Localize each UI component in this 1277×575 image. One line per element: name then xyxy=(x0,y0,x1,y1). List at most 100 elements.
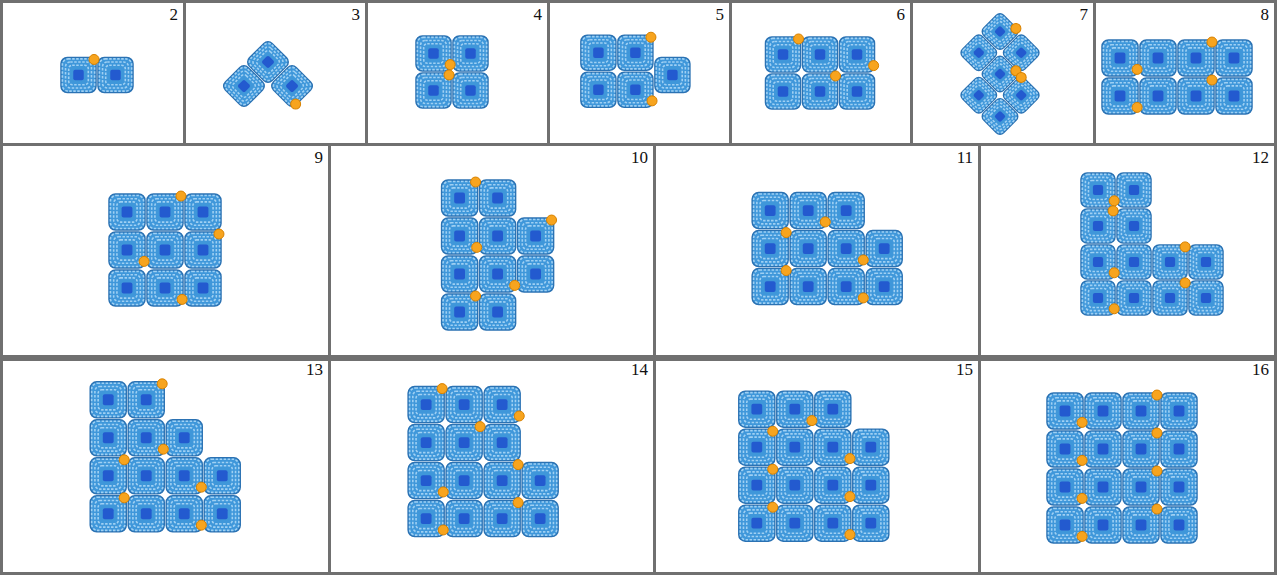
cage-ring xyxy=(117,278,137,298)
cage-ring xyxy=(69,65,89,85)
cage-core xyxy=(751,442,762,453)
panel-number: 3 xyxy=(352,5,361,25)
cage-ring xyxy=(1186,48,1206,68)
cage xyxy=(739,391,775,427)
cage-ring xyxy=(1193,249,1218,274)
cage-core xyxy=(1129,185,1139,195)
cage-ring xyxy=(526,264,546,284)
cage-ring xyxy=(413,429,440,456)
cage-ring xyxy=(136,466,156,486)
cage-ring xyxy=(484,261,511,288)
cage-ring xyxy=(448,502,481,535)
cage xyxy=(480,294,516,330)
cage-core xyxy=(789,518,800,529)
cage-ring xyxy=(760,200,780,220)
orange-marker xyxy=(1152,466,1162,476)
cage-ring xyxy=(1221,45,1248,72)
orange-marker xyxy=(646,32,656,42)
cage-ring xyxy=(98,466,118,486)
cage xyxy=(446,387,482,423)
cage-ring xyxy=(781,396,808,423)
cage-ring xyxy=(1224,48,1244,68)
cage xyxy=(185,194,221,230)
cage-ring xyxy=(743,510,770,537)
cage-ring xyxy=(1160,288,1179,307)
cage-ring xyxy=(1166,398,1193,425)
cage-core xyxy=(492,307,503,318)
cage-ring xyxy=(1052,398,1079,425)
cage-ring xyxy=(582,37,614,69)
cage-ring xyxy=(1088,180,1107,199)
cage-ring xyxy=(99,59,131,91)
cage-ring xyxy=(95,462,122,489)
cage-ring xyxy=(785,399,805,419)
cage-ring xyxy=(130,421,163,454)
cage-body xyxy=(853,429,889,465)
cage-cluster xyxy=(416,36,488,108)
cage-ring xyxy=(421,78,447,104)
cage-core xyxy=(852,49,863,60)
cage-ring xyxy=(1131,477,1151,497)
cage-body xyxy=(1085,393,1121,429)
cage-ring xyxy=(524,464,557,497)
cage xyxy=(1161,507,1197,543)
cage-body xyxy=(480,294,516,330)
orange-marker xyxy=(1180,242,1190,252)
cage-ring xyxy=(823,437,843,457)
cage-ring xyxy=(168,459,201,492)
cage xyxy=(853,505,889,541)
cage-ring xyxy=(861,437,881,457)
cage-ring xyxy=(527,467,554,494)
cage-cluster xyxy=(408,384,558,537)
cage-ring xyxy=(767,75,799,107)
cage-ring xyxy=(66,62,92,88)
orange-marker xyxy=(1180,278,1190,288)
cage-ring xyxy=(807,79,833,105)
cage-core xyxy=(160,245,171,256)
cage-body xyxy=(522,463,558,499)
cage-ring xyxy=(1093,515,1113,535)
cage-ring xyxy=(171,424,198,451)
cage-ring xyxy=(792,232,825,265)
cage-core xyxy=(1115,53,1126,64)
cage-core xyxy=(530,231,541,242)
cage-ring xyxy=(193,278,213,298)
cage-ring xyxy=(985,102,1014,131)
cage-ring xyxy=(778,393,811,426)
cage-ring xyxy=(451,467,478,494)
cage-ring xyxy=(841,75,873,107)
cage-cluster xyxy=(739,391,889,541)
cage-core xyxy=(1136,482,1147,493)
cage-ring xyxy=(1055,477,1075,497)
cage-ring xyxy=(1010,84,1032,106)
cage-ring xyxy=(1007,38,1036,67)
cage-core xyxy=(459,437,470,448)
cage xyxy=(790,231,826,267)
cage-ring xyxy=(1224,86,1244,106)
cage-body xyxy=(815,391,851,427)
cage-body xyxy=(98,58,133,93)
cage-ring xyxy=(659,62,685,88)
cage-ring xyxy=(413,391,440,418)
cage-core xyxy=(1229,91,1240,102)
cage-ring xyxy=(1055,401,1075,421)
cage-ring xyxy=(836,200,856,220)
cage-ring xyxy=(810,82,830,102)
cage-ring xyxy=(486,426,519,459)
cage-body xyxy=(655,57,690,92)
cage-ring xyxy=(1103,41,1136,74)
cage-ring xyxy=(823,399,843,419)
cage-ring xyxy=(989,63,1011,85)
cage-ring xyxy=(114,199,141,226)
orange-marker xyxy=(1014,70,1028,84)
cage-ring xyxy=(448,388,481,421)
cage-ring xyxy=(1086,508,1119,541)
orange-marker xyxy=(781,266,791,276)
cage-core xyxy=(103,432,114,443)
cage xyxy=(446,501,482,537)
cage-ring xyxy=(95,386,122,413)
cage-body xyxy=(1117,209,1151,243)
cage-ring xyxy=(174,504,194,524)
cage-ring xyxy=(417,74,449,106)
cage xyxy=(1085,507,1121,543)
